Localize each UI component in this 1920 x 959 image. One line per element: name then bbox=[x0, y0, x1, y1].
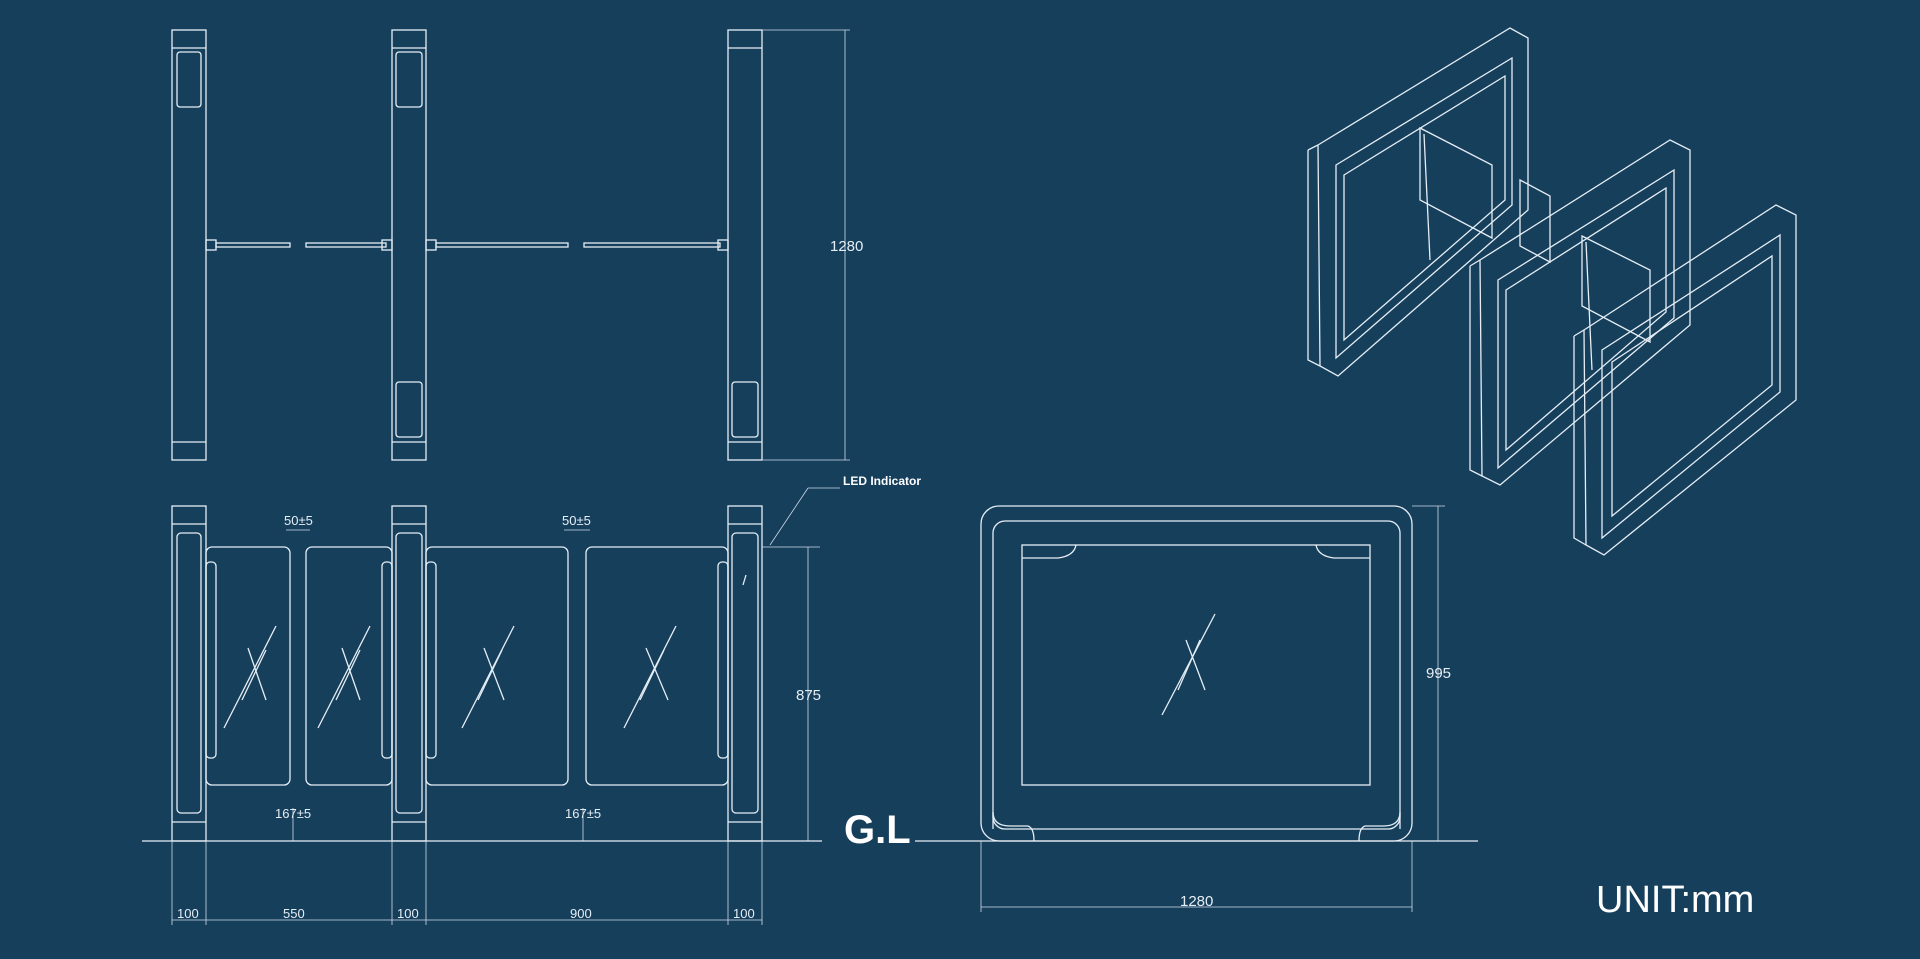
dimension-width-1280: 1280 bbox=[980, 841, 1413, 912]
glass-panel-3 bbox=[425, 546, 569, 786]
post-top-1 bbox=[171, 29, 207, 461]
swing-arms-top bbox=[205, 239, 729, 251]
post-front-3 bbox=[727, 505, 763, 842]
gap-dimension-left: 50±5 bbox=[284, 513, 313, 531]
dimension-875: 875 bbox=[762, 546, 821, 841]
iso-cabinet-back bbox=[1307, 27, 1529, 377]
bottom-dim-2: 550 bbox=[283, 906, 305, 921]
led-indicator-callout: LED Indicator bbox=[769, 474, 921, 546]
gap-right-label: 50±5 bbox=[562, 513, 591, 528]
post-top-2 bbox=[391, 29, 427, 461]
clear-right-label: 167±5 bbox=[565, 806, 601, 821]
front-view: 50±5 50±5 167±5 167±5 LED Indicator 875 bbox=[142, 474, 921, 925]
iso-cabinet-front bbox=[1573, 204, 1797, 556]
bottom-dim-1: 100 bbox=[177, 906, 199, 921]
iso-wings bbox=[1419, 126, 1651, 371]
dim-1280-width-label: 1280 bbox=[1180, 893, 1213, 910]
post-front-1 bbox=[171, 505, 207, 842]
post-top-3 bbox=[727, 29, 763, 461]
dim-1280-top: 1280 bbox=[830, 238, 863, 255]
bottom-dimensions: 100 550 100 900 100 bbox=[171, 841, 763, 925]
isometric-view bbox=[1307, 27, 1797, 556]
unit-label: UNIT:mm bbox=[1596, 879, 1754, 921]
gap-dimension-right: 50±5 bbox=[562, 513, 591, 531]
dim-875-label: 875 bbox=[796, 687, 821, 704]
glass-panel-1 bbox=[205, 546, 291, 786]
side-view: 995 1280 bbox=[915, 505, 1478, 912]
bottom-dim-3: 100 bbox=[397, 906, 419, 921]
clearance-dimension-left: 167±5 bbox=[275, 806, 311, 841]
dim-995-label: 995 bbox=[1426, 665, 1451, 682]
post-front-2 bbox=[391, 505, 427, 842]
ground-line-label: G.L bbox=[844, 808, 911, 852]
dimension-height-top: 1280 bbox=[762, 29, 863, 461]
gap-left-label: 50±5 bbox=[284, 513, 313, 528]
iso-cabinet-middle bbox=[1469, 139, 1691, 486]
glass-panel-2 bbox=[305, 546, 393, 786]
bottom-dim-5: 100 bbox=[733, 906, 755, 921]
clear-left-label: 167±5 bbox=[275, 806, 311, 821]
dimension-995: 995 bbox=[1412, 505, 1451, 841]
bottom-dim-4: 900 bbox=[570, 906, 592, 921]
clearance-dimension-right: 167±5 bbox=[565, 806, 601, 841]
led-indicator-label: LED Indicator bbox=[843, 474, 921, 488]
glass-panel-4 bbox=[585, 546, 729, 786]
top-view: 1280 bbox=[171, 29, 863, 461]
